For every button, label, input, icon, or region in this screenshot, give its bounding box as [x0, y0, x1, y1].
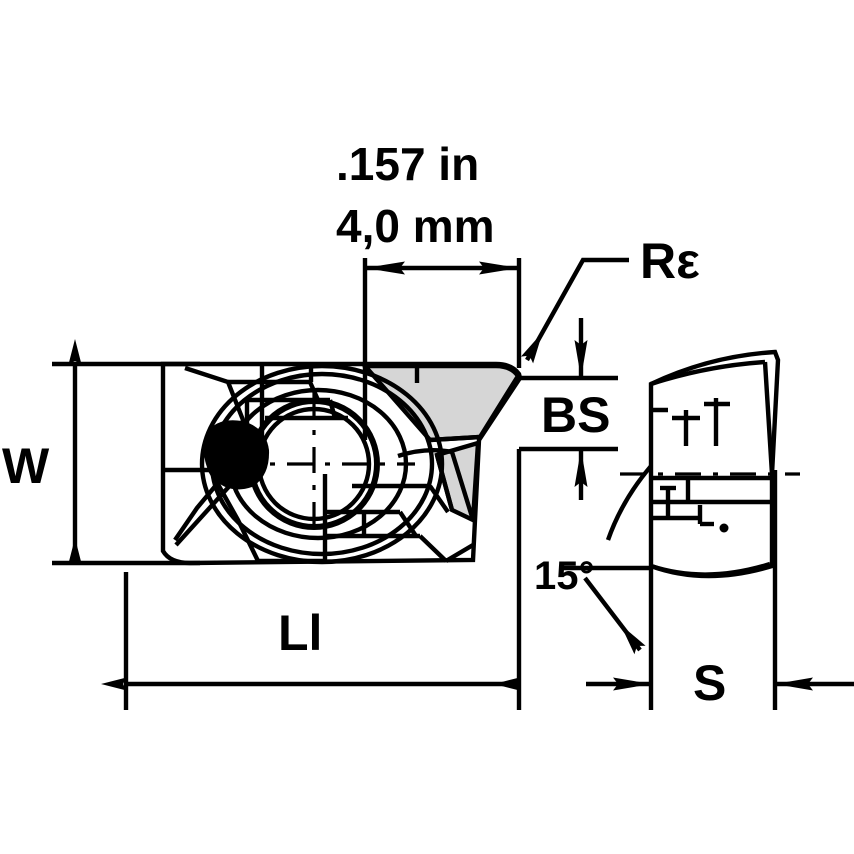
side-view-detail-lines: [650, 359, 775, 577]
width-dimension: W: [2, 339, 200, 566]
back-side-label: BS: [541, 387, 610, 443]
corner-ramp-lines: [397, 434, 481, 563]
corner-chamfer-dimension: .157 in 4,0 mm: [336, 138, 522, 368]
back-side-dimension: BS: [519, 318, 618, 500]
top-view-group: [160, 361, 523, 566]
width-label: W: [2, 438, 50, 494]
corner-radius-label: Rε: [640, 233, 700, 289]
countersink-outer-ring: [199, 363, 445, 565]
bs-arrow-top: [574, 340, 588, 378]
thickness-dimension: S: [586, 470, 854, 711]
clearance-angle-label: 15°: [534, 554, 595, 598]
s-arrow-left: [613, 677, 651, 691]
chamfer-arrow-right: [479, 261, 519, 275]
cutting-land-shaded: [360, 363, 521, 443]
corner-radius-leader: [520, 257, 629, 364]
side-view-outline: [648, 349, 781, 579]
length-label: Ll: [278, 605, 322, 661]
clearance-flank-line: [605, 464, 653, 541]
bs-arrow-bottom: [574, 449, 588, 487]
chamfer-dim-metric-label: 4,0 mm: [336, 200, 495, 252]
length-dimension: Ll: [101, 449, 522, 710]
side-view-group: [605, 349, 800, 579]
s-arrow-right: [775, 677, 813, 691]
thickness-label: S: [693, 655, 726, 711]
clearance-angle-callout: 15°: [534, 554, 651, 655]
countersink-mid-ring: [209, 371, 435, 557]
chamfer-arrow-left: [365, 261, 405, 275]
angle-leader-arrow: [583, 576, 646, 655]
chamfer-dim-inch-label: .157 in: [336, 138, 479, 190]
corner-radius-callout: Rε: [520, 233, 700, 364]
